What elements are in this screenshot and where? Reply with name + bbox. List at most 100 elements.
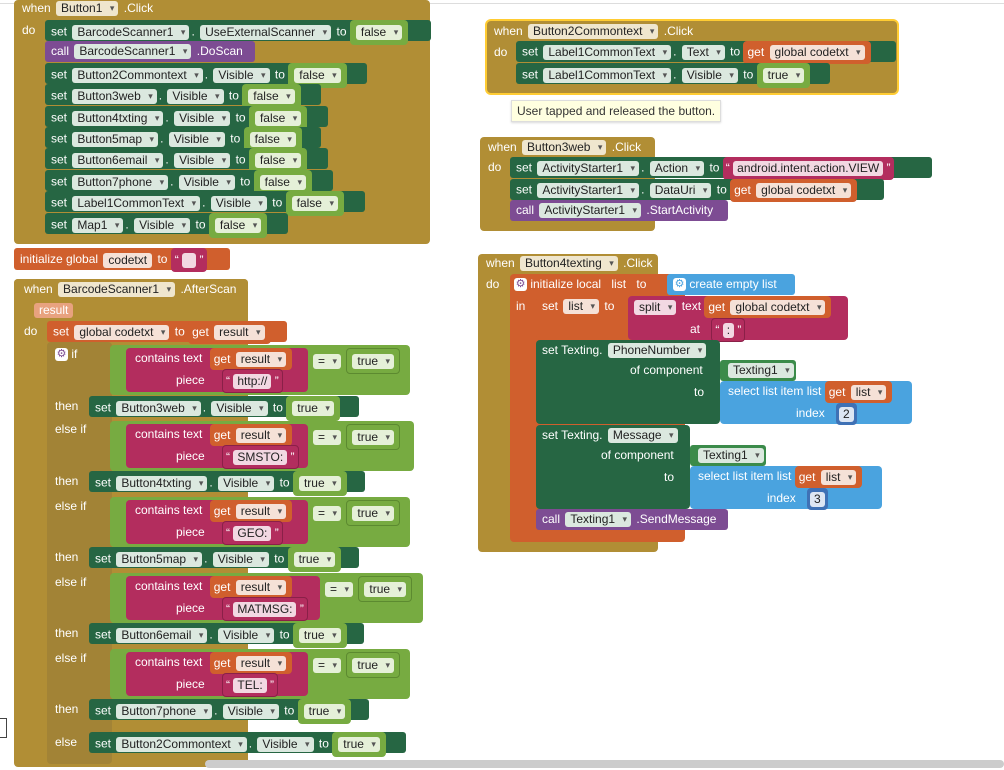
boolean-dropdown[interactable]: false [291,196,338,212]
string-block[interactable]: “ TEL: ” [222,673,279,697]
boolean-dropdown[interactable]: true [762,68,805,84]
boolean-dropdown[interactable]: false [294,68,341,84]
get-result-block[interactable]: get result [209,348,293,370]
string-field[interactable]: SMSTO: [233,450,288,466]
set-button5-visible[interactable]: set Button5map. Visible to false [45,127,321,152]
property-dropdown[interactable]: Message [607,428,678,444]
number-field[interactable]: 2 [839,407,854,423]
global-var-dropdown[interactable]: global codetxt [74,325,170,340]
texting1-component-block[interactable]: Texting1 [720,360,796,381]
property-dropdown[interactable]: Visible [167,89,224,104]
boolean-dropdown[interactable]: true [303,704,346,720]
component-dropdown[interactable]: Button3web [72,89,157,104]
eq-dropdown[interactable]: = [313,505,342,521]
empty-string-block[interactable]: “ ” [170,248,208,272]
then-set-button7-visible[interactable]: set Button7phone. Visible to true [89,699,369,724]
component-dropdown[interactable]: Button4txting [116,476,208,491]
true-block[interactable]: true [346,500,401,526]
property-dropdown[interactable]: UseExternalScanner [200,25,332,40]
var-dropdown[interactable]: global codetxt [730,300,826,316]
boolean-dropdown[interactable]: false [249,132,296,148]
property-dropdown[interactable]: DataUri [649,183,712,198]
then-set-button4-visible[interactable]: set Button4txting. Visible to true [89,471,365,496]
get-global-block[interactable]: get global codetxt [730,179,858,202]
component-dropdown[interactable]: BarcodeScanner1 [74,44,192,60]
get-result-block[interactable]: get result [209,424,293,446]
false-block[interactable]: false [208,213,268,238]
false-block[interactable]: false [242,84,301,109]
string-field[interactable]: http:// [233,374,272,390]
else-set-button2-visible[interactable]: set Button2Commontext. Visible to true [89,732,406,757]
component-dropdown[interactable]: Label1CommonText [543,68,672,83]
component-dropdown[interactable]: Label1CommonText [72,196,201,211]
component-dropdown[interactable]: Button4txting [72,111,164,126]
true-block[interactable]: true [346,348,401,374]
string-block[interactable]: “ MATMSG: ” [222,597,308,621]
true-block[interactable]: true [358,576,413,602]
get-global-block[interactable]: get global codetxt [743,41,871,64]
call-barcode-doscan[interactable]: call BarcodeScanner1 .DoScan [45,41,255,62]
true-block[interactable]: true [346,652,401,678]
property-dropdown[interactable]: PhoneNumber [607,343,707,359]
string-field[interactable]: TEL: [233,678,267,694]
var-dropdown[interactable]: result [235,352,287,368]
property-dropdown[interactable]: Visible [218,476,275,491]
list-gear-icon[interactable]: ⚙ [673,278,686,292]
then-set-button3-visible[interactable]: set Button3web. Visible to true [89,396,359,421]
boolean-dropdown[interactable]: true [352,506,395,522]
set-button2-visible[interactable]: set Button2Commontext. Visible to false [45,63,367,88]
set-button6-visible[interactable]: set Button6email. Visible to false [45,148,328,173]
create-empty-list-block[interactable]: ⚙ create empty list [667,274,795,295]
component-dropdown[interactable]: Button2Commontext [116,737,247,752]
component-dropdown[interactable]: Button7phone [72,175,169,190]
component-dropdown[interactable]: Map1 [72,218,124,233]
string-block[interactable]: “ SMSTO: ” [222,445,299,469]
boolean-dropdown[interactable]: false [254,111,302,127]
property-dropdown[interactable]: Visible [213,68,270,83]
property-dropdown[interactable]: Visible [168,132,225,147]
true-block[interactable]: true [332,732,386,757]
var-dropdown[interactable]: global codetxt [769,45,865,61]
true-block[interactable]: true [346,424,401,450]
property-dropdown[interactable]: Visible [134,218,191,233]
var-dropdown[interactable]: result [214,325,265,341]
boolean-dropdown[interactable]: true [338,737,380,753]
number-field[interactable]: 3 [810,492,825,508]
component-dropdown[interactable]: Button3web [116,401,201,416]
number-block[interactable]: 3 [807,488,828,510]
string-field[interactable]: android.intent.action.VIEW [733,161,884,177]
set-label1-text[interactable]: set Label1CommonText. Text to get global… [516,41,896,64]
set-map1-visible[interactable]: set Map1. Visible to false [45,213,288,238]
set-label1-visible[interactable]: set Label1CommonText. Visible to false [45,191,365,216]
false-block[interactable]: false [248,148,308,173]
boolean-dropdown[interactable]: true [352,658,395,674]
get-result-block[interactable]: get result [209,500,293,522]
var-dropdown[interactable]: list [563,299,600,315]
get-global-block[interactable]: get global codetxt [704,296,832,318]
split-dropdown[interactable]: split [634,299,677,315]
component-dropdown[interactable]: ActivityStarter1 [537,161,640,176]
component-dropdown[interactable]: Button7phone [116,704,213,719]
component-dropdown[interactable]: ActivityStarter1 [537,183,640,198]
false-block[interactable]: false [285,191,344,216]
boolean-dropdown[interactable]: true [298,476,341,492]
set-global-codetxt[interactable]: set global codetxt to get result [47,321,287,344]
boolean-dropdown[interactable]: true [364,582,407,598]
property-dropdown[interactable]: Visible [212,552,269,567]
param-result[interactable]: result [34,303,74,319]
get-result-block[interactable]: get result [209,576,293,598]
false-block[interactable]: false [253,170,312,195]
false-block[interactable]: false [288,63,347,88]
string-field[interactable]: : [722,323,735,339]
event-component-dropdown[interactable]: BarcodeScanner1 [58,282,176,298]
boolean-dropdown[interactable]: true [352,354,395,370]
mutator-gear-icon[interactable]: ⚙ [514,278,527,292]
then-set-button5-visible[interactable]: set Button5map. Visible to true [89,547,359,572]
event-component-dropdown[interactable]: Button3web [522,140,607,156]
local-var-name-field[interactable]: list [611,277,627,292]
texting1-component-block[interactable]: Texting1 [690,445,766,466]
property-dropdown[interactable]: Visible [178,175,235,190]
eq-dropdown[interactable]: = [325,581,354,597]
var-dropdown[interactable]: global codetxt [756,183,852,199]
